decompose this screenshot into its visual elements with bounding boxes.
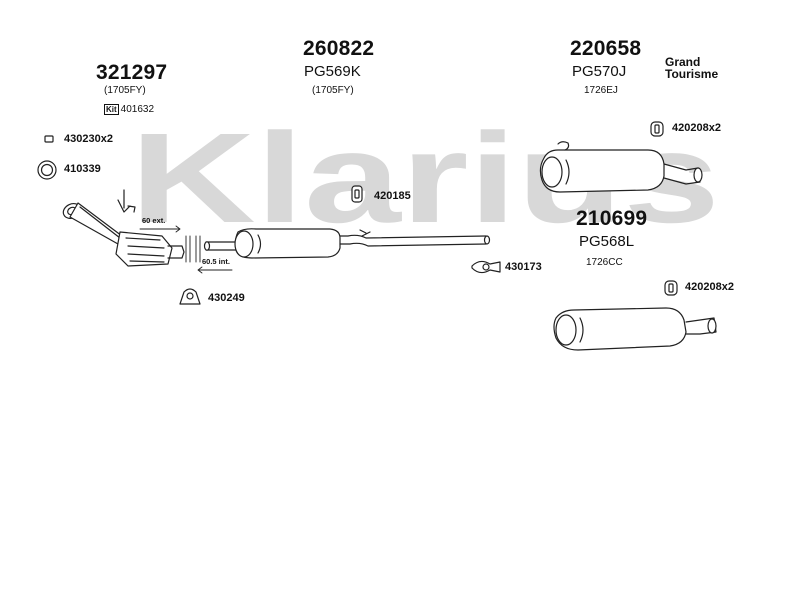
pipe-clamp-icon: [179, 288, 201, 305]
dimension-int: 60.5 int.: [202, 257, 230, 266]
fitting-label-420208x2: 420208x2: [685, 281, 734, 293]
clamp-small-icon: [44, 135, 54, 143]
gasket-ring-icon: [37, 160, 57, 180]
fitting-label-430173: 430173: [505, 261, 542, 273]
rear-silencer-220658: [539, 141, 703, 193]
fitting-label-430249: 430249: [208, 292, 245, 304]
part-subcode: (1705FY): [312, 85, 354, 96]
fitting-label-420208x2: 420208x2: [672, 122, 721, 134]
fitting-label-430230x2: 430230x2: [64, 133, 113, 145]
part-subcode: 1726EJ: [584, 85, 618, 96]
part-code: PG569K: [304, 63, 361, 80]
part-subcode: 1726CC: [586, 257, 623, 268]
kit-label: Kit: [104, 104, 119, 115]
part-number-260822: 260822: [303, 37, 375, 60]
rubber-hanger-icon: [650, 121, 664, 137]
part-code: PG570J: [572, 63, 627, 80]
centre-silencer-pipe: [203, 228, 491, 259]
part-number-321297: 321297: [96, 61, 168, 84]
part-number-210699: 210699: [576, 207, 648, 230]
dimension-ext: 60 ext.: [142, 216, 166, 225]
fitting-label-420185: 420185: [374, 190, 411, 202]
variant-label: Grand Tourisme: [665, 56, 718, 80]
front-pipe-catalyst: [62, 189, 185, 267]
part-number-220658: 220658: [570, 37, 642, 60]
variant-label-line2: Tourisme: [665, 67, 719, 81]
flange-gasket-icon: [471, 260, 501, 274]
rubber-hanger-icon: [664, 280, 678, 296]
joint-marks: [139, 225, 233, 274]
variant-label-line1: Grand: [665, 55, 701, 69]
rear-silencer-210699: [553, 307, 717, 351]
part-subcode: (1705FY): [104, 85, 146, 96]
fitting-label-410339: 410339: [64, 163, 101, 175]
part-code: PG568L: [579, 233, 635, 250]
kit-number: 401632: [120, 104, 155, 115]
rubber-mount-icon: [351, 185, 363, 203]
